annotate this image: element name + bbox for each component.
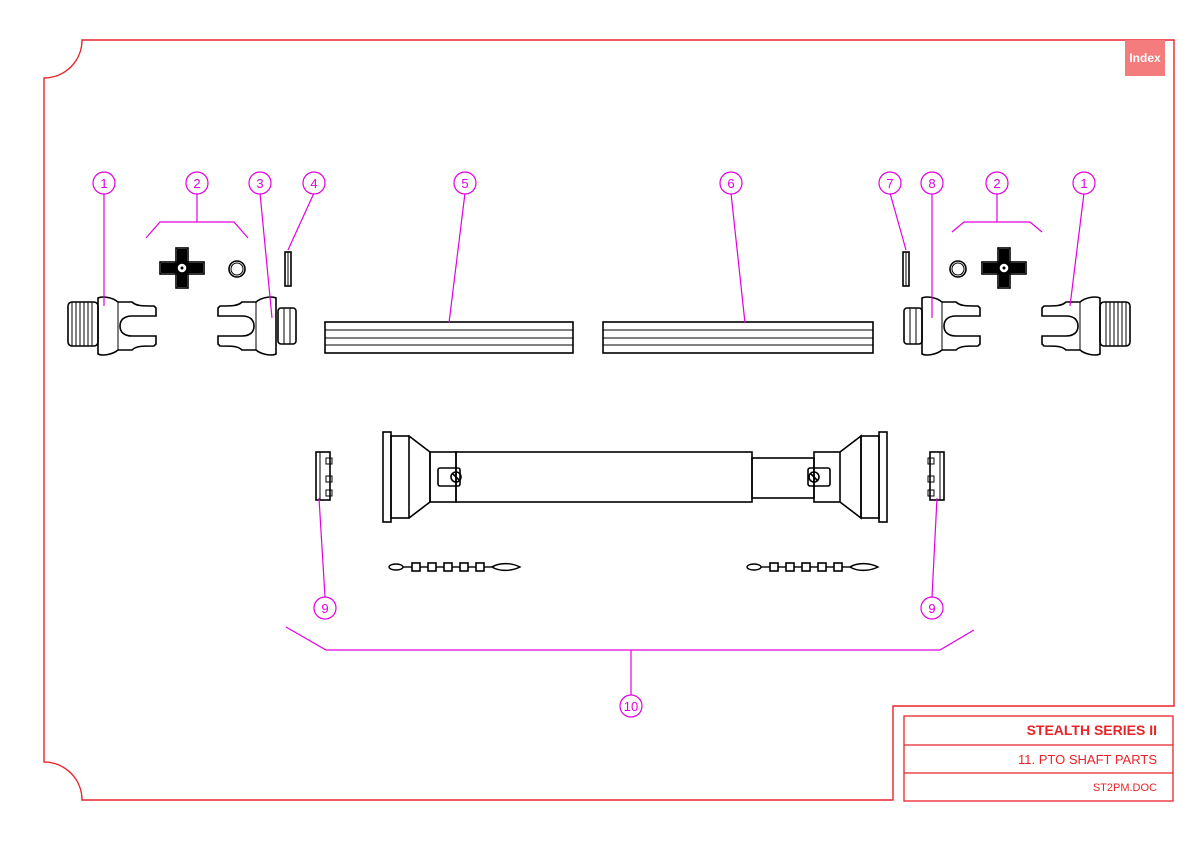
callout-circle [719,171,743,195]
part-inner-yoke-right-collar [903,307,923,345]
callout-circle [920,596,944,620]
part-inner-yoke-left [217,296,277,356]
callout-number: 3 [256,176,263,191]
part-cross-kit-right [949,247,1027,289]
callout-circle [302,171,326,195]
callout-circle [313,596,337,620]
title-block-title: 11. PTO SHAFT PARTS [1018,751,1157,767]
callout-circle [92,171,116,195]
callout-number: 2 [993,176,1000,191]
part-bearing-ring-right [927,451,945,501]
drawing-border [43,39,1175,801]
callout-circle [985,171,1009,195]
callout-circle [878,171,902,195]
callout-number: 1 [100,176,107,191]
callout-number: 9 [321,601,328,616]
callout-number: 4 [310,176,317,191]
callout-circle [248,171,272,195]
callout-bubbles [92,171,1096,718]
title-block-frame [903,715,1174,802]
callout-number: 1 [1080,176,1087,191]
part-yoke-right [1041,296,1131,356]
callout-number: 2 [193,176,200,191]
callout-leaders [103,192,1085,695]
callout-number: 10 [624,699,638,714]
callout-circle [185,171,209,195]
callout-circle [920,171,944,195]
part-bearing-ring-left [315,451,333,501]
part-inner-tube [602,321,874,354]
title-block-doc-id: ST2PM.DOC [1092,782,1157,794]
part-outer-tube [324,321,574,354]
index-button[interactable]: Index [1125,40,1165,76]
part-guard-assembly [382,431,888,523]
title-block-company: STEALTH SERIES II [1026,722,1157,738]
callout-number: 8 [928,176,935,191]
part-cross-kit-left [159,247,246,289]
callout-number: 6 [727,176,734,191]
part-yoke-left [67,296,157,356]
callout-circle [619,694,643,718]
callout-circle [1072,171,1096,195]
callout-circle [453,171,477,195]
part-inner-yoke-left-collar [277,307,297,345]
part-inner-yoke-right [921,296,981,356]
callout-number: 9 [928,601,935,616]
part-safety-chain-right [746,562,879,572]
callout-number: 7 [886,176,893,191]
part-safety-chain-left [388,562,521,572]
callout-number: 5 [461,176,468,191]
